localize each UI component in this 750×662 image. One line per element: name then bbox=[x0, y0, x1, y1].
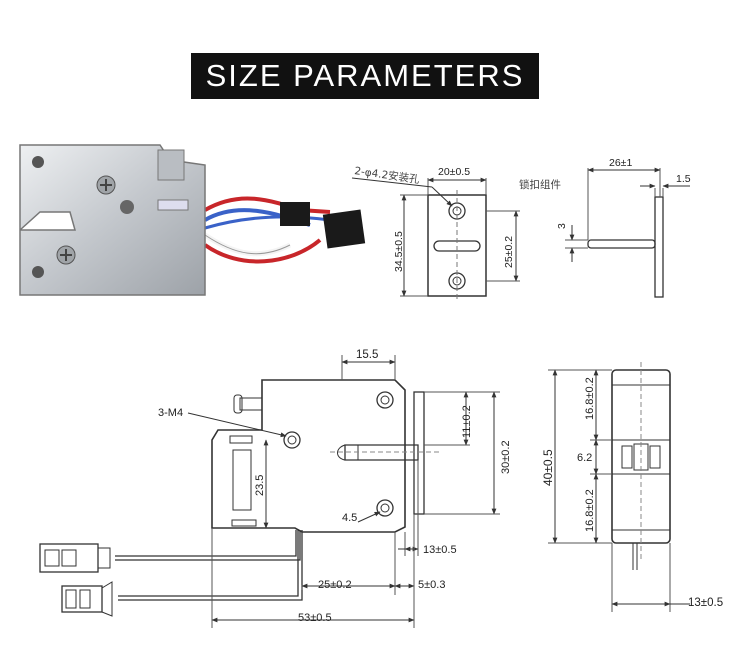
offset-4-5-label: 4.5 bbox=[342, 512, 357, 524]
plate-width-label: 20±0.5 bbox=[438, 166, 470, 178]
hook-pin-label: 3 bbox=[556, 223, 568, 229]
front-view bbox=[39, 355, 500, 628]
tongue-length-label: 13±0.5 bbox=[423, 544, 457, 556]
side-view bbox=[548, 362, 690, 612]
hook-assembly-view bbox=[565, 167, 690, 298]
offset-5-label: 5±0.3 bbox=[418, 579, 445, 591]
side-depth-label: 13±0.5 bbox=[688, 597, 723, 609]
page-title: SIZE PARAMETERS bbox=[191, 53, 539, 99]
tongue-width-label: 11±0.2 bbox=[461, 405, 473, 438]
width-25-label: 25±0.2 bbox=[318, 579, 352, 591]
total-width-label: 53±0.5 bbox=[298, 612, 332, 624]
height-23-5-label: 23.5 bbox=[254, 475, 266, 496]
hook-name-label: 锁扣组件 bbox=[519, 178, 561, 191]
plate-height-label: 34.5±0.5 bbox=[393, 231, 405, 272]
side-lower-label: 16.8±0.2 bbox=[584, 489, 596, 532]
hook-thickness-label: 1.5 bbox=[676, 173, 691, 185]
top-width-label: 15.5 bbox=[356, 349, 378, 361]
lock-product-photo bbox=[19, 144, 366, 296]
mounting-plate-view bbox=[351, 177, 520, 300]
screw-label: 3-M4 bbox=[158, 407, 183, 419]
hole-spacing-label: 25±0.2 bbox=[503, 236, 515, 268]
side-upper-label: 16.8±0.2 bbox=[584, 377, 596, 420]
side-total-height-label: 40±0.5 bbox=[541, 449, 555, 486]
side-middle-label: 6.2 bbox=[577, 452, 592, 464]
hole-label: 2-φ4.2安装孔 bbox=[354, 164, 421, 186]
hook-length-label: 26±1 bbox=[609, 157, 632, 169]
connector-shape bbox=[280, 202, 310, 226]
connector-shape bbox=[322, 209, 366, 249]
bracket-height-label: 30±0.2 bbox=[500, 440, 512, 474]
